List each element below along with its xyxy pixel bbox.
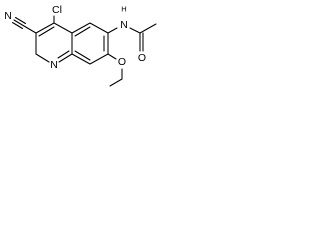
acetamide-group: N H O bbox=[107, 5, 157, 64]
cyano-group: N bbox=[4, 10, 37, 34]
bond-c3-c4-inner bbox=[38, 26, 55, 37]
bond-c5-c6 bbox=[89, 22, 109, 34]
bond-c8-c8a-inner bbox=[74, 50, 91, 61]
amide-nitrogen-label: N bbox=[120, 19, 128, 31]
chemical-structure: N Cl N N H O O bbox=[4, 4, 157, 87]
chlorine-label: Cl bbox=[52, 4, 62, 16]
bond-c4a-c5 bbox=[71, 22, 91, 34]
ring-nitrogen: N bbox=[50, 59, 58, 71]
bond-ch2-ch3 bbox=[109, 78, 123, 87]
bond-triple-b bbox=[14, 16, 27, 25]
amide-hydrogen-label: H bbox=[121, 5, 126, 14]
ethoxy-group: O bbox=[107, 53, 126, 87]
bond-c7-o bbox=[107, 53, 117, 60]
quinoline-right-ring bbox=[71, 22, 109, 65]
bond-c8a-n1 bbox=[58, 53, 73, 63]
bond-c8a-n1-inner bbox=[57, 50, 70, 59]
bond-c3-c4 bbox=[35, 22, 55, 34]
bond-carbonyl-methyl bbox=[139, 23, 157, 34]
quinoline-left-ring bbox=[35, 22, 73, 63]
bond-n1-c2 bbox=[35, 53, 50, 63]
cyano-nitrogen-label: N bbox=[4, 10, 12, 22]
bond-triple-c bbox=[11, 21, 24, 30]
bond-c8-c8a bbox=[71, 53, 91, 65]
bond-c6-n bbox=[107, 27, 118, 34]
ring-nitrogen-label: N bbox=[50, 59, 58, 71]
bond-c4-c4a bbox=[53, 22, 73, 34]
bond-c3-cn bbox=[23, 25, 37, 34]
ether-oxygen-label: O bbox=[118, 56, 126, 68]
bond-c4a-c5-inner bbox=[74, 26, 91, 37]
bond-n-c-carbonyl bbox=[129, 27, 141, 34]
bond-c7-c8 bbox=[89, 53, 109, 65]
carbonyl-oxygen-label: O bbox=[138, 52, 146, 64]
chloro-substituent: Cl bbox=[52, 4, 62, 24]
bond-triple-a bbox=[13, 19, 25, 27]
